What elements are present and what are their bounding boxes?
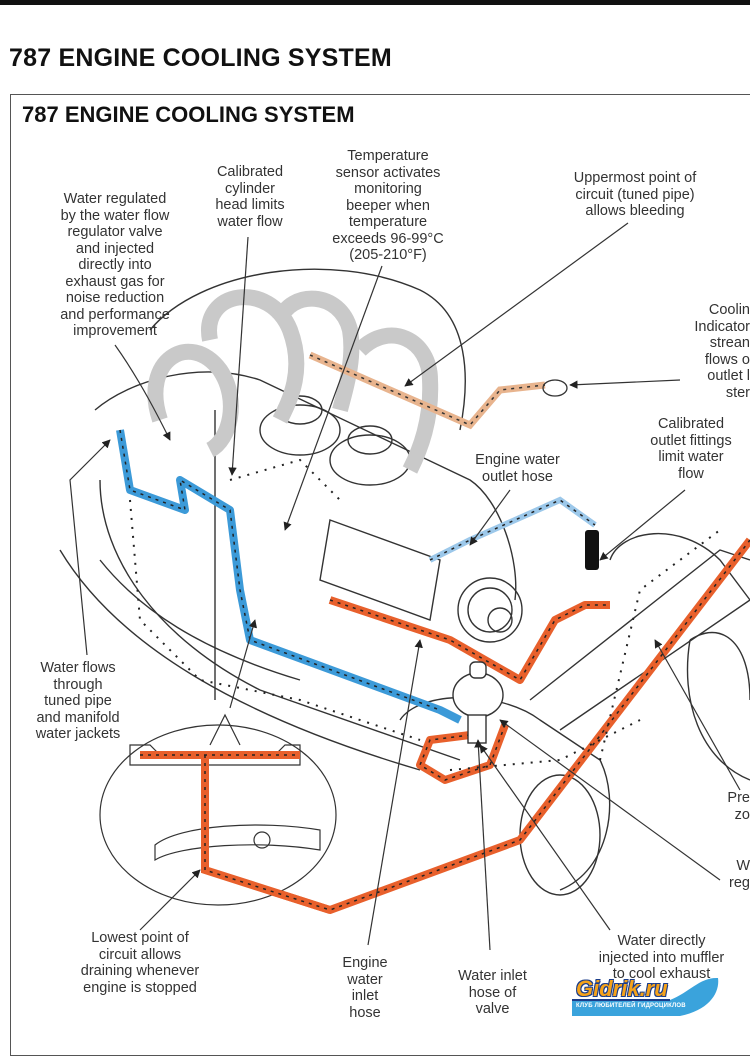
label-calibrated-outlet-fittings: Calibrated outlet fittings limit water f…: [650, 416, 732, 482]
label-water-regulator: W reg: [729, 858, 750, 891]
label-water-regulated: Water regulated by the water flow regula…: [60, 191, 170, 339]
label-temperature-sensor: Temperature sensor activates monitoring …: [332, 148, 444, 263]
engine-cooling-illustration: [59, 222, 750, 951]
label-water-inlet-hose-valve: Water inlet hose of valve: [458, 968, 527, 1017]
watercraft-icon: [572, 977, 719, 1016]
watermark-logo: Gidrik.ru КЛУБ ЛЮБИТЕЛЕЙ ГИДРОЦИКЛОВ: [570, 972, 720, 1018]
water-jacket-loops: [147, 289, 439, 474]
engine-outline: [59, 268, 750, 896]
figure-title: 787 ENGINE COOLING SYSTEM: [22, 102, 355, 127]
label-cooling-indicator: Coolin Indicator strean flows o outlet l…: [694, 302, 750, 401]
outlet-hose-path: [428, 496, 597, 563]
label-engine-water-inlet-hose: Engine water inlet hose: [342, 955, 388, 1021]
label-water-injected-muffler: Water directly injected into muffler to …: [598, 933, 725, 982]
top-rule: [0, 0, 750, 5]
bleed-line: [308, 351, 546, 430]
label-uppermost-point: Uppermost point of circuit (tuned pipe) …: [573, 170, 697, 219]
label-calibrated-cylinder-head: Calibrated cylinder head limits water fl…: [215, 164, 285, 230]
detail-inset: [99, 713, 337, 906]
label-water-flows-tuned-pipe: Water flows through tuned pipe and manif…: [35, 660, 121, 742]
regulator-valve: [452, 661, 504, 744]
label-lowest-point: Lowest point of circuit allows draining …: [80, 930, 200, 996]
watermark-brand: Gidrik.ru: [576, 976, 668, 1001]
leader-lines: [69, 222, 741, 951]
page-heading: 787 ENGINE COOLING SYSTEM: [9, 44, 392, 72]
cooling-indicator-nozzle: [585, 530, 599, 570]
watermark-tagline: КЛУБ ЛЮБИТЕЛЕЙ ГИДРОЦИКЛОВ: [576, 1003, 686, 1009]
label-engine-water-outlet-hose: Engine water outlet hose: [475, 452, 560, 485]
label-pressure-zone: Pre zo: [727, 790, 750, 823]
flow-arrows: [129, 458, 721, 771]
bleed-fitting: [542, 379, 568, 397]
